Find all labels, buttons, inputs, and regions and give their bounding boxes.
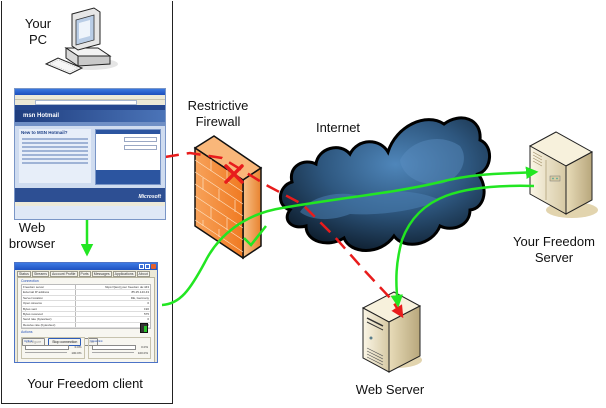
browser-heading: New to MSN Hotmail? [21, 130, 68, 135]
pc-icon [44, 7, 118, 75]
exit-button[interactable]: Exit [84, 338, 99, 347]
downlink-limit: 100.0% [137, 351, 148, 355]
client-tabs: Status Streams Account Profile Ports Mes… [15, 270, 157, 277]
row-value: DE, Germany [130, 295, 149, 300]
downlink-slider[interactable] [91, 352, 134, 353]
blocked-x-icon [224, 164, 244, 184]
table-row: Receive rate (bytes/sec) 0 [22, 322, 150, 329]
web-browser-window: msn Hotmail New to MSN Hotmail? Microsof… [14, 88, 166, 220]
row-key: Freedom server [22, 285, 76, 290]
internet-cloud-icon [279, 116, 491, 252]
label-freedom-server-line2: Server [534, 250, 574, 265]
browser-footer: Microsoft [15, 188, 165, 202]
row-key: Bytes received [22, 311, 76, 317]
downlink-bar [91, 345, 136, 350]
freedom-server-icon [528, 131, 598, 218]
connection-section-title: Connection [21, 279, 39, 283]
table-row: Freedom server https://[test] your freedo… [22, 285, 150, 291]
browser-nav [15, 105, 165, 110]
label-web-browser: Web browser [4, 220, 60, 252]
connection-meter-icon [140, 323, 148, 333]
bandwidth-section: Uplink 0.0% 100.0% Downlink 0.0% 100.0% [21, 337, 151, 359]
freedom-client-window: Status Streams Account Profile Ports Mes… [14, 262, 158, 363]
label-web-server: Web Server [355, 382, 425, 397]
client-titlebar [15, 263, 157, 270]
browser-footer-brand: Microsoft [138, 194, 162, 200]
server-to-webserver-path [390, 184, 535, 308]
tunnel-path-client-to-server [161, 166, 539, 307]
browser-strip [15, 122, 165, 126]
browser-body: New to MSN Hotmail? [15, 126, 165, 188]
table-row: Server location DE, Germany [22, 295, 150, 302]
browser-signin-panel [95, 129, 161, 185]
browser-menubar [15, 95, 165, 100]
uplink-group: Uplink 0.0% 100.0% [21, 337, 85, 359]
table-row: Bytes received 575 [22, 311, 150, 318]
table-row: Bytes sent 190 [22, 306, 150, 312]
row-key: External IP address [22, 290, 76, 295]
label-firewall-line1: Restrictive [187, 98, 249, 113]
browser-statusbar [15, 202, 165, 206]
actions-section-title: Actions [21, 330, 33, 335]
downlink-group: Downlink 0.0% 100.0% [87, 337, 151, 359]
web-server-icon [361, 291, 422, 373]
table-row: Send rate (bytes/sec) 0 [22, 317, 150, 323]
downlink-label: Downlink [90, 339, 103, 343]
label-your-pc-line2: PC [28, 32, 48, 47]
firewall-icon [193, 135, 263, 260]
browser-left-panel: New to MSN Hotmail? [19, 129, 91, 183]
uplink-slider[interactable] [25, 352, 67, 353]
label-web-browser-line2: browser [8, 236, 56, 251]
minimize-icon[interactable] [139, 264, 144, 269]
allowed-check-icon [243, 225, 267, 247]
row-value: 0 [147, 317, 149, 322]
downlink-value: 0.0% [141, 345, 148, 349]
client-status-panel: Connection Freedom server https://[test] … [17, 277, 155, 362]
table-row: Open streams 0 [22, 301, 150, 307]
label-freedom-server: Your Freedom Server [506, 234, 602, 266]
label-your-pc: Your PC [18, 16, 58, 48]
label-freedom-server-line1: Your Freedom [513, 234, 595, 249]
label-firewall-line2: Firewall [195, 114, 241, 129]
browser-addressbar [15, 100, 165, 105]
close-icon[interactable] [151, 264, 156, 269]
browser-titlebar [15, 89, 165, 95]
row-key: Server location [22, 295, 76, 301]
browser-brand: msn Hotmail [15, 110, 165, 122]
row-value: 575 [143, 311, 149, 316]
row-value: 0 [147, 301, 149, 306]
tab-account-profile[interactable]: Account Profile [49, 271, 78, 277]
row-key: Send rate (bytes/sec) [22, 317, 76, 322]
row-key: Receive rate (bytes/sec) [22, 322, 76, 328]
tab-applications[interactable]: Applications [112, 271, 136, 277]
blocked-connection-path [164, 151, 404, 319]
uplink-bar [25, 345, 69, 350]
label-internet: Internet [315, 120, 361, 135]
uplink-limit: 100.0% [71, 351, 82, 355]
label-firewall: Restrictive Firewall [178, 98, 258, 130]
label-your-pc-line1: Your [24, 16, 52, 31]
uplink-value: 0.0% [74, 345, 82, 349]
label-web-browser-line1: Web [18, 220, 46, 235]
tab-messages[interactable]: Messages [91, 271, 112, 277]
tab-status[interactable]: Status [17, 271, 31, 277]
maximize-icon[interactable] [145, 264, 150, 269]
row-key: Bytes sent [22, 306, 76, 311]
label-client: Your Freedom client [27, 376, 143, 391]
tab-streams[interactable]: Streams [31, 271, 49, 277]
table-row: External IP address 85.25.143.43 [22, 290, 150, 296]
row-key: Open streams [22, 301, 76, 306]
row-value: https://[test] your freedom de:443 [104, 285, 149, 289]
tab-about[interactable]: About [136, 271, 150, 277]
row-value: 85.25.143.43 [131, 290, 149, 295]
uplink-label: Uplink [24, 339, 33, 343]
row-value: 0 [147, 322, 149, 327]
tab-ports[interactable]: Ports [78, 271, 91, 277]
row-value: 190 [143, 306, 149, 311]
connection-table: Freedom server https://[test] your freedo… [21, 284, 151, 330]
